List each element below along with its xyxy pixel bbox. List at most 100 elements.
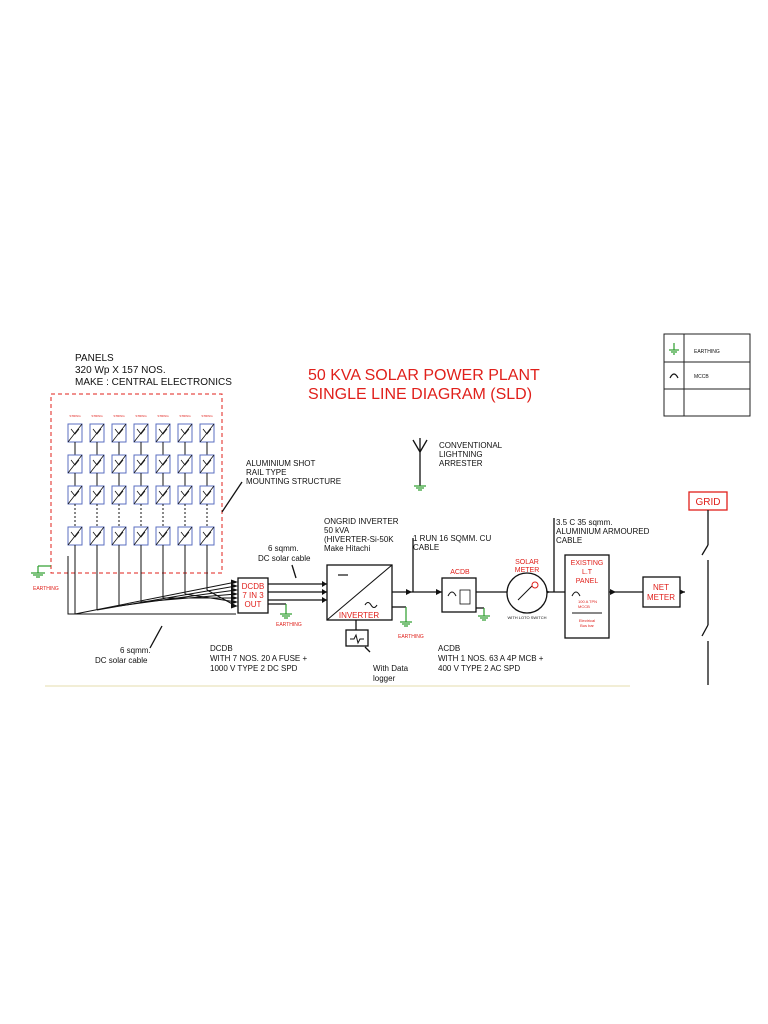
pv-module-icon — [199, 485, 215, 505]
lt-panel-line1: EXISTING — [571, 560, 604, 567]
busbar-line1: Electrical — [579, 618, 595, 623]
pv-module-icon — [67, 526, 83, 546]
pv-module-icon — [111, 423, 127, 443]
dc-cable-top-line2: DC solar cable — [258, 554, 311, 563]
string-arrow — [231, 603, 238, 609]
pv-module-icon — [133, 423, 149, 443]
inverter-line1: ONGRID INVERTER — [324, 517, 399, 526]
dcdb-earthing-label: EARTHING — [276, 622, 302, 628]
pv-module-icon — [111, 454, 127, 474]
dcdb-earthing-icon — [280, 613, 292, 619]
lightning-arrester-icon — [412, 438, 428, 491]
dcdb-box-line1: DCDB — [242, 582, 265, 591]
inverter-line4: Make Hitachi — [324, 544, 370, 553]
dc-bus-arrows — [322, 581, 327, 603]
pv-module-icon — [67, 485, 83, 505]
al-cable-line1: 3.5 C 35 sqmm. — [556, 518, 612, 527]
panel-array-frame — [50, 393, 223, 574]
pv-module-icon — [111, 485, 127, 505]
al-cable-line3: CABLE — [556, 536, 582, 545]
panels-label: PANELS — [75, 353, 114, 364]
inverter-diagonal — [326, 564, 393, 621]
panels-make: MAKE : CENTRAL ELECTRONICS — [75, 377, 232, 388]
pv-module-icon — [177, 423, 193, 443]
inverter-line3: (HIVERTER-Si-50K — [324, 535, 394, 544]
pv-module-icon — [89, 423, 105, 443]
dcdb-box — [237, 577, 269, 614]
dcdb-desc-line3: 1000 V TYPE 2 DC SPD — [210, 664, 298, 673]
panel-earthing-label: EARTHING — [33, 586, 59, 592]
diagram-title-line2: SINGLE LINE DIAGRAM (SLD) — [308, 386, 532, 403]
pv-module-icon — [155, 423, 171, 443]
solar-meter-circle — [506, 572, 548, 614]
legend-earthing-label: EARTHING — [694, 349, 720, 355]
logger-leader — [364, 646, 371, 653]
pv-module-icon — [155, 485, 171, 505]
acdb-box-label: ACDB — [450, 569, 470, 576]
al-cable-line2: ALUMINIUM ARMOURED — [556, 527, 650, 536]
acdb-mccb-icon — [447, 591, 457, 597]
lt-panel-line2: L.T — [582, 569, 593, 576]
string-wire-run — [206, 589, 237, 607]
pv-module-icon — [89, 454, 105, 474]
string-arrow — [231, 595, 238, 601]
ac-symbol-icon — [364, 601, 378, 609]
acdb-desc-line2: WITH 1 NOS. 63 A 4P MCB + — [438, 654, 544, 663]
pv-module-icon — [199, 454, 215, 474]
string-label: STRING — [113, 414, 125, 418]
mounting-line1: ALUMINIUM SHOT — [246, 459, 315, 468]
pv-module-icon — [67, 423, 83, 443]
pv-module-icon — [89, 526, 105, 546]
logger-line2: logger — [373, 674, 396, 683]
mccb-icon — [669, 373, 679, 379]
dcdb-desc-line1: DCDB — [210, 644, 233, 653]
pv-module-icon — [89, 485, 105, 505]
lt-mccb-label: 100 A TPN — [578, 599, 597, 604]
solar-meter-line1: SOLAR — [515, 559, 539, 566]
arrester-line1: CONVENTIONAL — [439, 441, 503, 450]
string-label: STRING — [91, 414, 103, 418]
arrester-line3: ARRESTER — [439, 459, 483, 468]
string-label: STRING — [179, 414, 191, 418]
diagram-title-line1: 50 KVA SOLAR POWER PLANT — [308, 367, 540, 384]
acdb-desc-line3: 400 V TYPE 2 AC SPD — [438, 664, 520, 673]
net-meter-line2: METER — [647, 593, 675, 602]
pv-module-icon — [111, 526, 127, 546]
dcdb-box-line2: 7 IN 3 — [242, 591, 264, 600]
dcdb-desc-line2: WITH 7 NOS. 20 A FUSE + — [210, 654, 307, 663]
string-arrow — [231, 591, 238, 597]
acdb-box — [441, 577, 477, 613]
pv-module-icon — [199, 526, 215, 546]
net-meter-box — [642, 576, 681, 608]
solar-meter-line2: METER — [515, 567, 540, 574]
string-arrow — [231, 587, 238, 593]
string-label: STRING — [201, 414, 213, 418]
acdb-earthing-icon — [478, 615, 490, 621]
pv-module-icon — [133, 454, 149, 474]
mounting-line2: RAIL TYPE — [246, 468, 286, 477]
string-label: STRING — [135, 414, 147, 418]
array-return-wire — [67, 556, 236, 615]
inverter-line2: 50 kVA — [324, 526, 350, 535]
pv-module-icon — [133, 485, 149, 505]
mounting-leader — [221, 481, 243, 513]
lt-mccb-label2: MCCB — [578, 604, 590, 609]
net-meter-line1: NET — [653, 583, 669, 592]
dc-cable-bottom-line2: DC solar cable — [95, 656, 148, 665]
pv-module-icon — [155, 526, 171, 546]
legend-table: EARTHING MCCB — [663, 333, 751, 417]
string-label: STRING — [69, 414, 81, 418]
dc-cable-top-line1: 6 sqmm. — [268, 544, 299, 553]
string-wires — [67, 545, 238, 615]
pv-module-icon — [177, 485, 193, 505]
pv-module-icon — [67, 454, 83, 474]
lt-panel-box — [564, 554, 610, 639]
pv-module-icon — [177, 526, 193, 546]
logger-line1: With Data — [373, 664, 409, 673]
earthing-icon — [669, 343, 679, 355]
panel-earthing-icon — [31, 566, 45, 578]
acdb-spd-icon — [459, 589, 471, 605]
meter-dial-icon — [531, 581, 539, 589]
